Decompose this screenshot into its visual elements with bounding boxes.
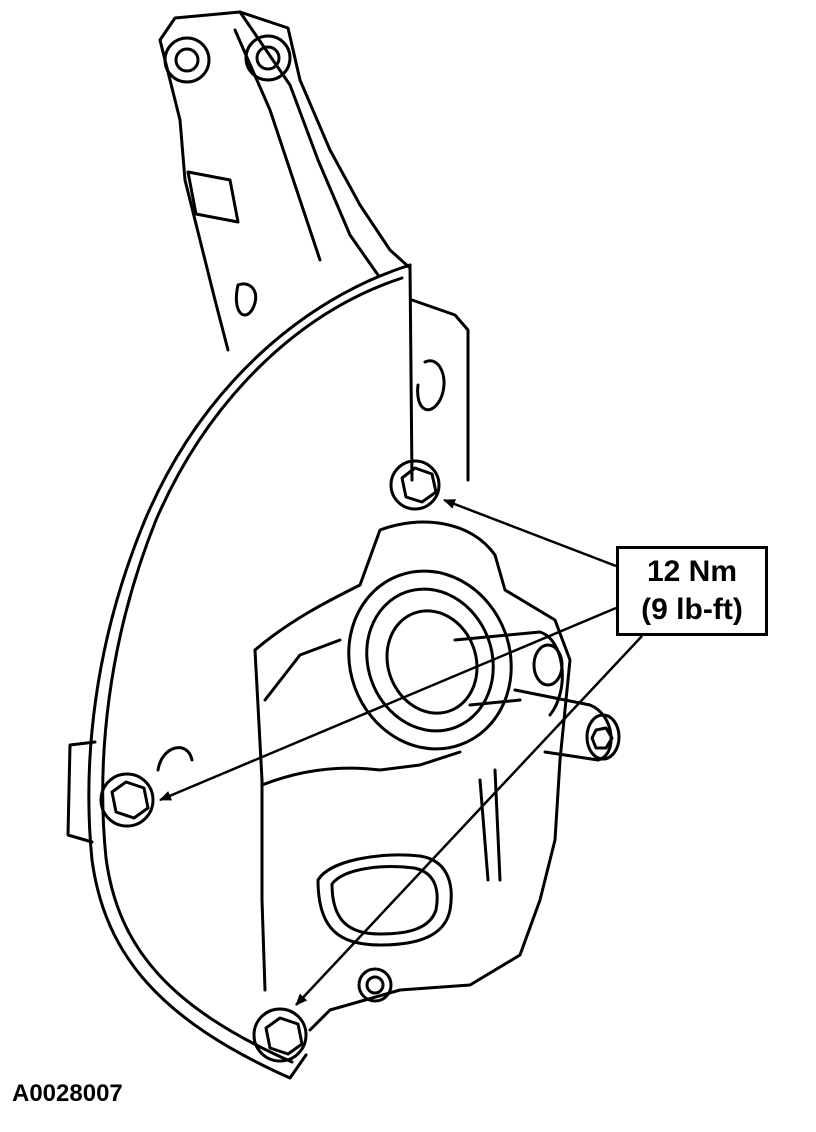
torque-callout: 12 Nm (9 lb-ft) bbox=[616, 546, 768, 636]
figure-id: A0028007 bbox=[12, 1080, 123, 1107]
torque-imperial: (9 lb-ft) bbox=[641, 593, 743, 626]
wheel-spindle bbox=[347, 569, 621, 762]
leader-line-bottom-bolt bbox=[295, 635, 643, 1006]
steering-knuckle-upper-arm bbox=[158, 10, 412, 352]
shield-bolt-left bbox=[99, 772, 155, 828]
splash-shield bbox=[66, 263, 470, 1080]
leader-line-left-bolt bbox=[159, 606, 617, 802]
shield-bolt-top bbox=[389, 459, 441, 511]
torque-metric: 12 Nm bbox=[646, 555, 738, 588]
empty-bolt-hole bbox=[156, 746, 194, 772]
steering-knuckle-body bbox=[253, 520, 572, 1032]
leader-line-top-bolt bbox=[443, 498, 617, 568]
shield-bolt-bottom bbox=[252, 1007, 308, 1063]
